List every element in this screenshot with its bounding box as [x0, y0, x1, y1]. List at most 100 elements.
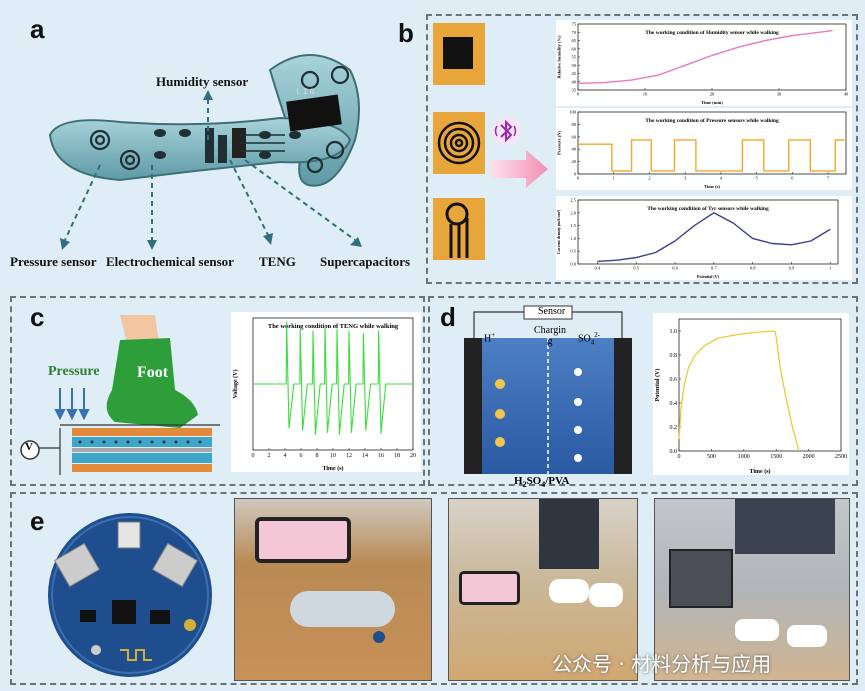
callout-humidity-sensor: Humidity sensor [156, 74, 249, 89]
x-tick-label: 18 [394, 453, 400, 459]
foot-illustration [20, 315, 220, 475]
panel-c-frame [10, 296, 425, 486]
sensor-label: Sensor [538, 306, 566, 317]
y-tick-label: 65 [572, 38, 577, 43]
y-tick-label: 55 [572, 55, 577, 60]
series-line [678, 330, 800, 452]
teng-chart: The working condition of TENG while walk… [231, 312, 421, 472]
x-tick-label: 20 [710, 92, 715, 97]
y-tick-label: 70 [572, 30, 577, 35]
x-tick-label: 2 [268, 453, 271, 459]
y-tick-label: 0.0 [570, 262, 576, 267]
chart-title: The working condition of Pressure sensor… [645, 118, 779, 124]
panel-label-c: c [30, 302, 45, 332]
panel-label-a: a [30, 14, 45, 44]
x-tick-label: 2 [648, 176, 650, 181]
x-axis-label: Time (s) [704, 184, 720, 189]
electrolyte-so: SO [526, 475, 542, 487]
x-tick-label: 0.9 [789, 266, 795, 271]
humidity-chart: The working condition of Humidity sensor… [556, 20, 852, 106]
y-tick-label: 60 [572, 46, 577, 51]
series-line [578, 139, 846, 172]
y-tick-label: 75 [572, 22, 577, 27]
y-tick-label: 1.0 [570, 236, 576, 241]
insole-illustration [48, 54, 360, 187]
electrolyte-sub-2: 2 [522, 480, 527, 490]
y-tick-label: 1.5 [570, 223, 576, 228]
foot-label: Foot [137, 364, 169, 381]
chip-label: LIG [296, 88, 317, 97]
x-tick-label: 12 [346, 453, 352, 459]
panel-e-frame [10, 492, 858, 685]
transmission-arrow [490, 150, 548, 188]
hplus-label: H+ [484, 331, 495, 344]
x-tick-label: 8 [316, 453, 319, 459]
x-tick-label: 0 [577, 176, 580, 181]
plot-frame [577, 199, 839, 265]
x-tick-label: 14 [362, 453, 368, 459]
x-tick-label: 40 [844, 92, 849, 97]
x-axis-label: Time (s) [749, 468, 770, 475]
x-axis-label: Time (min) [701, 100, 723, 105]
y-tick-label: 0.8 [670, 353, 678, 359]
y-tick-label: 35 [572, 88, 577, 93]
bluetooth-icon [491, 116, 521, 146]
photo-lab-standing [654, 498, 850, 681]
x-tick-label: 0 [252, 453, 255, 459]
electrolyte-sub-4: 4 [541, 480, 546, 490]
y-axis-label: Current density (mA/cm²) [556, 209, 561, 254]
x-tick-label: 10 [643, 92, 648, 97]
charging-line1: Chargin [534, 325, 567, 336]
y-tick-label: 2.5 [570, 198, 576, 203]
y-tick-label: 40 [572, 147, 577, 152]
x-tick-label: 0 [678, 454, 681, 460]
y-tick-label: 50 [572, 63, 577, 68]
chart-title: The working condition of Humidity sensor… [645, 30, 779, 36]
x-tick-label: 20 [410, 453, 416, 459]
series-line [577, 29, 833, 85]
tyr-chart: The working condition of Tyr sensors whi… [556, 196, 852, 280]
panel-label-e: e [30, 506, 45, 536]
supercapacitor-illustration [464, 305, 632, 474]
callout-teng: TENG [259, 254, 296, 269]
x-tick-label: 1 [613, 176, 615, 181]
y-tick-label: 0 [574, 172, 577, 177]
x-tick-label: 2500 [835, 454, 847, 460]
chart-title: The working condition of Tyr sensors whi… [647, 206, 769, 212]
watermark: 公众号 · 材料分析与应用 [552, 652, 772, 676]
y-tick-label: 0.4 [670, 401, 678, 407]
y-axis-label: Pressure (N) [557, 131, 562, 155]
y-tick-label: 0.5 [570, 249, 576, 254]
pressure-sensor-photo [433, 112, 485, 174]
y-axis-label: Voltage (V) [232, 370, 239, 399]
y-tick-label: 0.6 [670, 377, 678, 383]
y-tick-label: 0.0 [670, 449, 678, 455]
electrolyte-pva: /PVA [545, 475, 570, 487]
x-tick-label: 500 [707, 454, 716, 460]
hplus-sup: + [491, 331, 496, 339]
electrolyte-h: H [514, 475, 523, 487]
x-tick-label: 0 [577, 92, 580, 97]
panel-d-frame [428, 296, 858, 486]
hplus-text: H [484, 333, 492, 345]
photo-phone-insole [234, 498, 432, 681]
y-tick-label: 20 [572, 159, 577, 164]
circuit-board-photo [48, 513, 212, 677]
so4-label: SO42- [578, 331, 600, 346]
x-tick-label: 0.7 [711, 266, 717, 271]
y-tick-label: 40 [572, 79, 577, 84]
x-tick-label: 0.6 [672, 266, 678, 271]
panel-label-b: b [398, 18, 414, 48]
x-tick-label: 6 [791, 176, 794, 181]
x-tick-label: 10 [330, 453, 336, 459]
so4-sup: 2- [594, 331, 601, 339]
y-tick-label: 80 [572, 122, 577, 127]
callout-pressure-sensor: Pressure sensor [10, 254, 97, 269]
x-tick-label: 7 [827, 176, 830, 181]
x-axis-label: Potential (V) [697, 274, 720, 279]
so4-text: SO [578, 333, 591, 345]
x-tick-label: 2000 [803, 454, 815, 460]
voltmeter-label: V [25, 441, 33, 453]
x-tick-label: 6 [300, 453, 303, 459]
pressure-chart: The working condition of Pressure sensor… [556, 108, 852, 190]
